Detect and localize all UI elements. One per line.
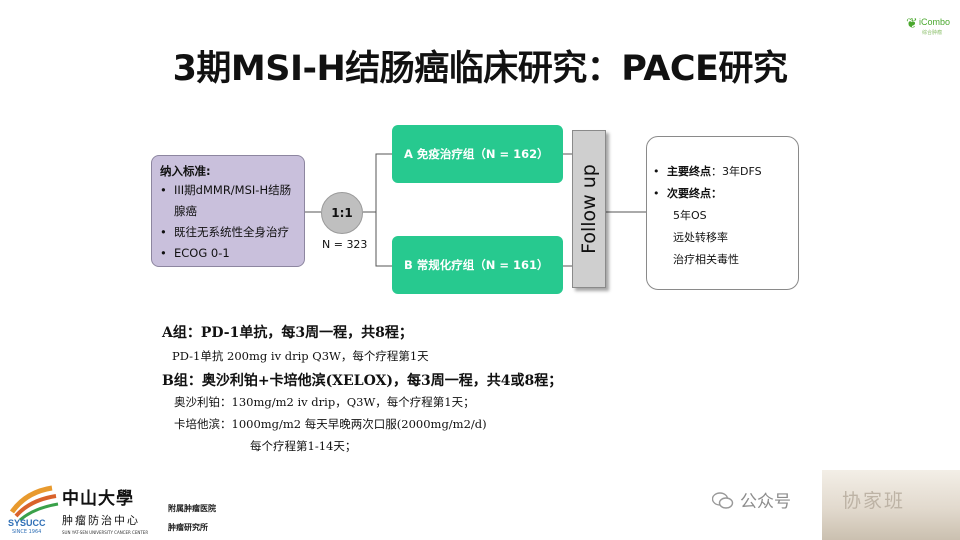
- brand-subtitle: 综合肿瘤: [922, 30, 943, 36]
- affiliation-institute: 肿瘤研究所: [168, 523, 208, 532]
- sysucc-emblem-icon: [9, 485, 59, 522]
- connector-split: [375, 153, 392, 267]
- logo-since: SINCE 1964: [12, 529, 42, 535]
- arm-b-regimen-detail: 卡培他滨：1000mg/m2 每天早晚两次口服(2000mg/m2/d): [174, 417, 487, 431]
- watermark-building-image: [822, 470, 960, 540]
- brand-logo: ❦ iCombo 综合肿瘤: [906, 14, 952, 36]
- leaf-icon: ❦: [906, 16, 918, 32]
- randomization-ratio-circle: 1:1: [321, 192, 363, 234]
- inclusion-item: III期dMMR/MSI-H结肠腺癌: [160, 180, 298, 222]
- inclusion-item: 既往无系统性全身治疗: [160, 222, 298, 243]
- secondary-endpoint-item: 治疗相关毒性: [673, 253, 739, 266]
- secondary-endpoint-colon: ：: [711, 187, 722, 200]
- wechat-icon: [712, 492, 734, 509]
- watermark-account: 协家班: [842, 490, 906, 512]
- arm-b-regimen-detail: 奥沙利铂：130mg/m2 iv drip，Q3W，每个疗程第1天；: [174, 395, 475, 409]
- arm-b-regimen-detail: 每个疗程第1-14天；: [250, 439, 357, 453]
- secondary-endpoint-item: 远处转移率: [673, 231, 728, 244]
- page-title: 3期MSI-H结肠癌临床研究：PACE研究: [172, 49, 788, 89]
- affiliation-hospital: 附属肿瘤医院: [168, 504, 216, 513]
- total-sample-size: N = 323: [322, 238, 368, 251]
- inclusion-list: III期dMMR/MSI-H结肠腺癌 既往无系统性全身治疗 ECOG 0-1: [160, 180, 298, 264]
- inclusion-criteria-box: 纳入标准: III期dMMR/MSI-H结肠腺癌 既往无系统性全身治疗 ECOG…: [151, 155, 305, 267]
- endpoints-box: 主要终点：3年DFS 次要终点： 5年OS 远处转移率 治疗相关毒性: [646, 136, 799, 290]
- arm-a-regimen-heading: A组：PD-1单抗，每3周一程，共8程；: [162, 325, 413, 341]
- logo-text: SYSUCC: [8, 518, 46, 528]
- center-name: 肿瘤防治中心: [62, 514, 140, 527]
- inclusion-item: ECOG 0-1: [160, 243, 298, 264]
- primary-endpoint-label: 主要终点: [667, 165, 711, 178]
- follow-up-label: Follow up: [578, 164, 600, 254]
- center-english-name: SUN YAT-SEN UNIVERSITY CANCER CENTER: [62, 530, 149, 535]
- secondary-endpoint-item: 5年OS: [673, 209, 707, 222]
- primary-endpoint: 主要终点：3年DFS: [653, 161, 794, 183]
- watermark-platform: 公众号: [740, 492, 791, 512]
- sysucc-logo: SYSUCC SINCE 1964: [6, 482, 62, 536]
- arm-b-regimen-heading: B组：奥沙利铂+卡培他滨(XELOX)，每3周一程，共4或8程；: [162, 373, 563, 389]
- brand-name: iCombo: [919, 17, 951, 27]
- follow-up-box: Follow up: [572, 130, 606, 288]
- arm-a-regimen-detail: PD-1单抗 200mg iv drip Q3W，每个疗程第1天: [172, 349, 429, 363]
- inclusion-heading: 纳入标准:: [160, 164, 211, 178]
- arm-b-box: B 常规化疗组（N = 161）: [392, 236, 563, 294]
- university-name: 中山大學: [62, 489, 134, 509]
- secondary-endpoint-label: 次要终点: [667, 187, 711, 200]
- primary-endpoint-value: ：3年DFS: [711, 165, 762, 178]
- arm-a-box: A 免疫治疗组（N = 162）: [392, 125, 563, 183]
- secondary-endpoint: 次要终点：: [653, 183, 794, 205]
